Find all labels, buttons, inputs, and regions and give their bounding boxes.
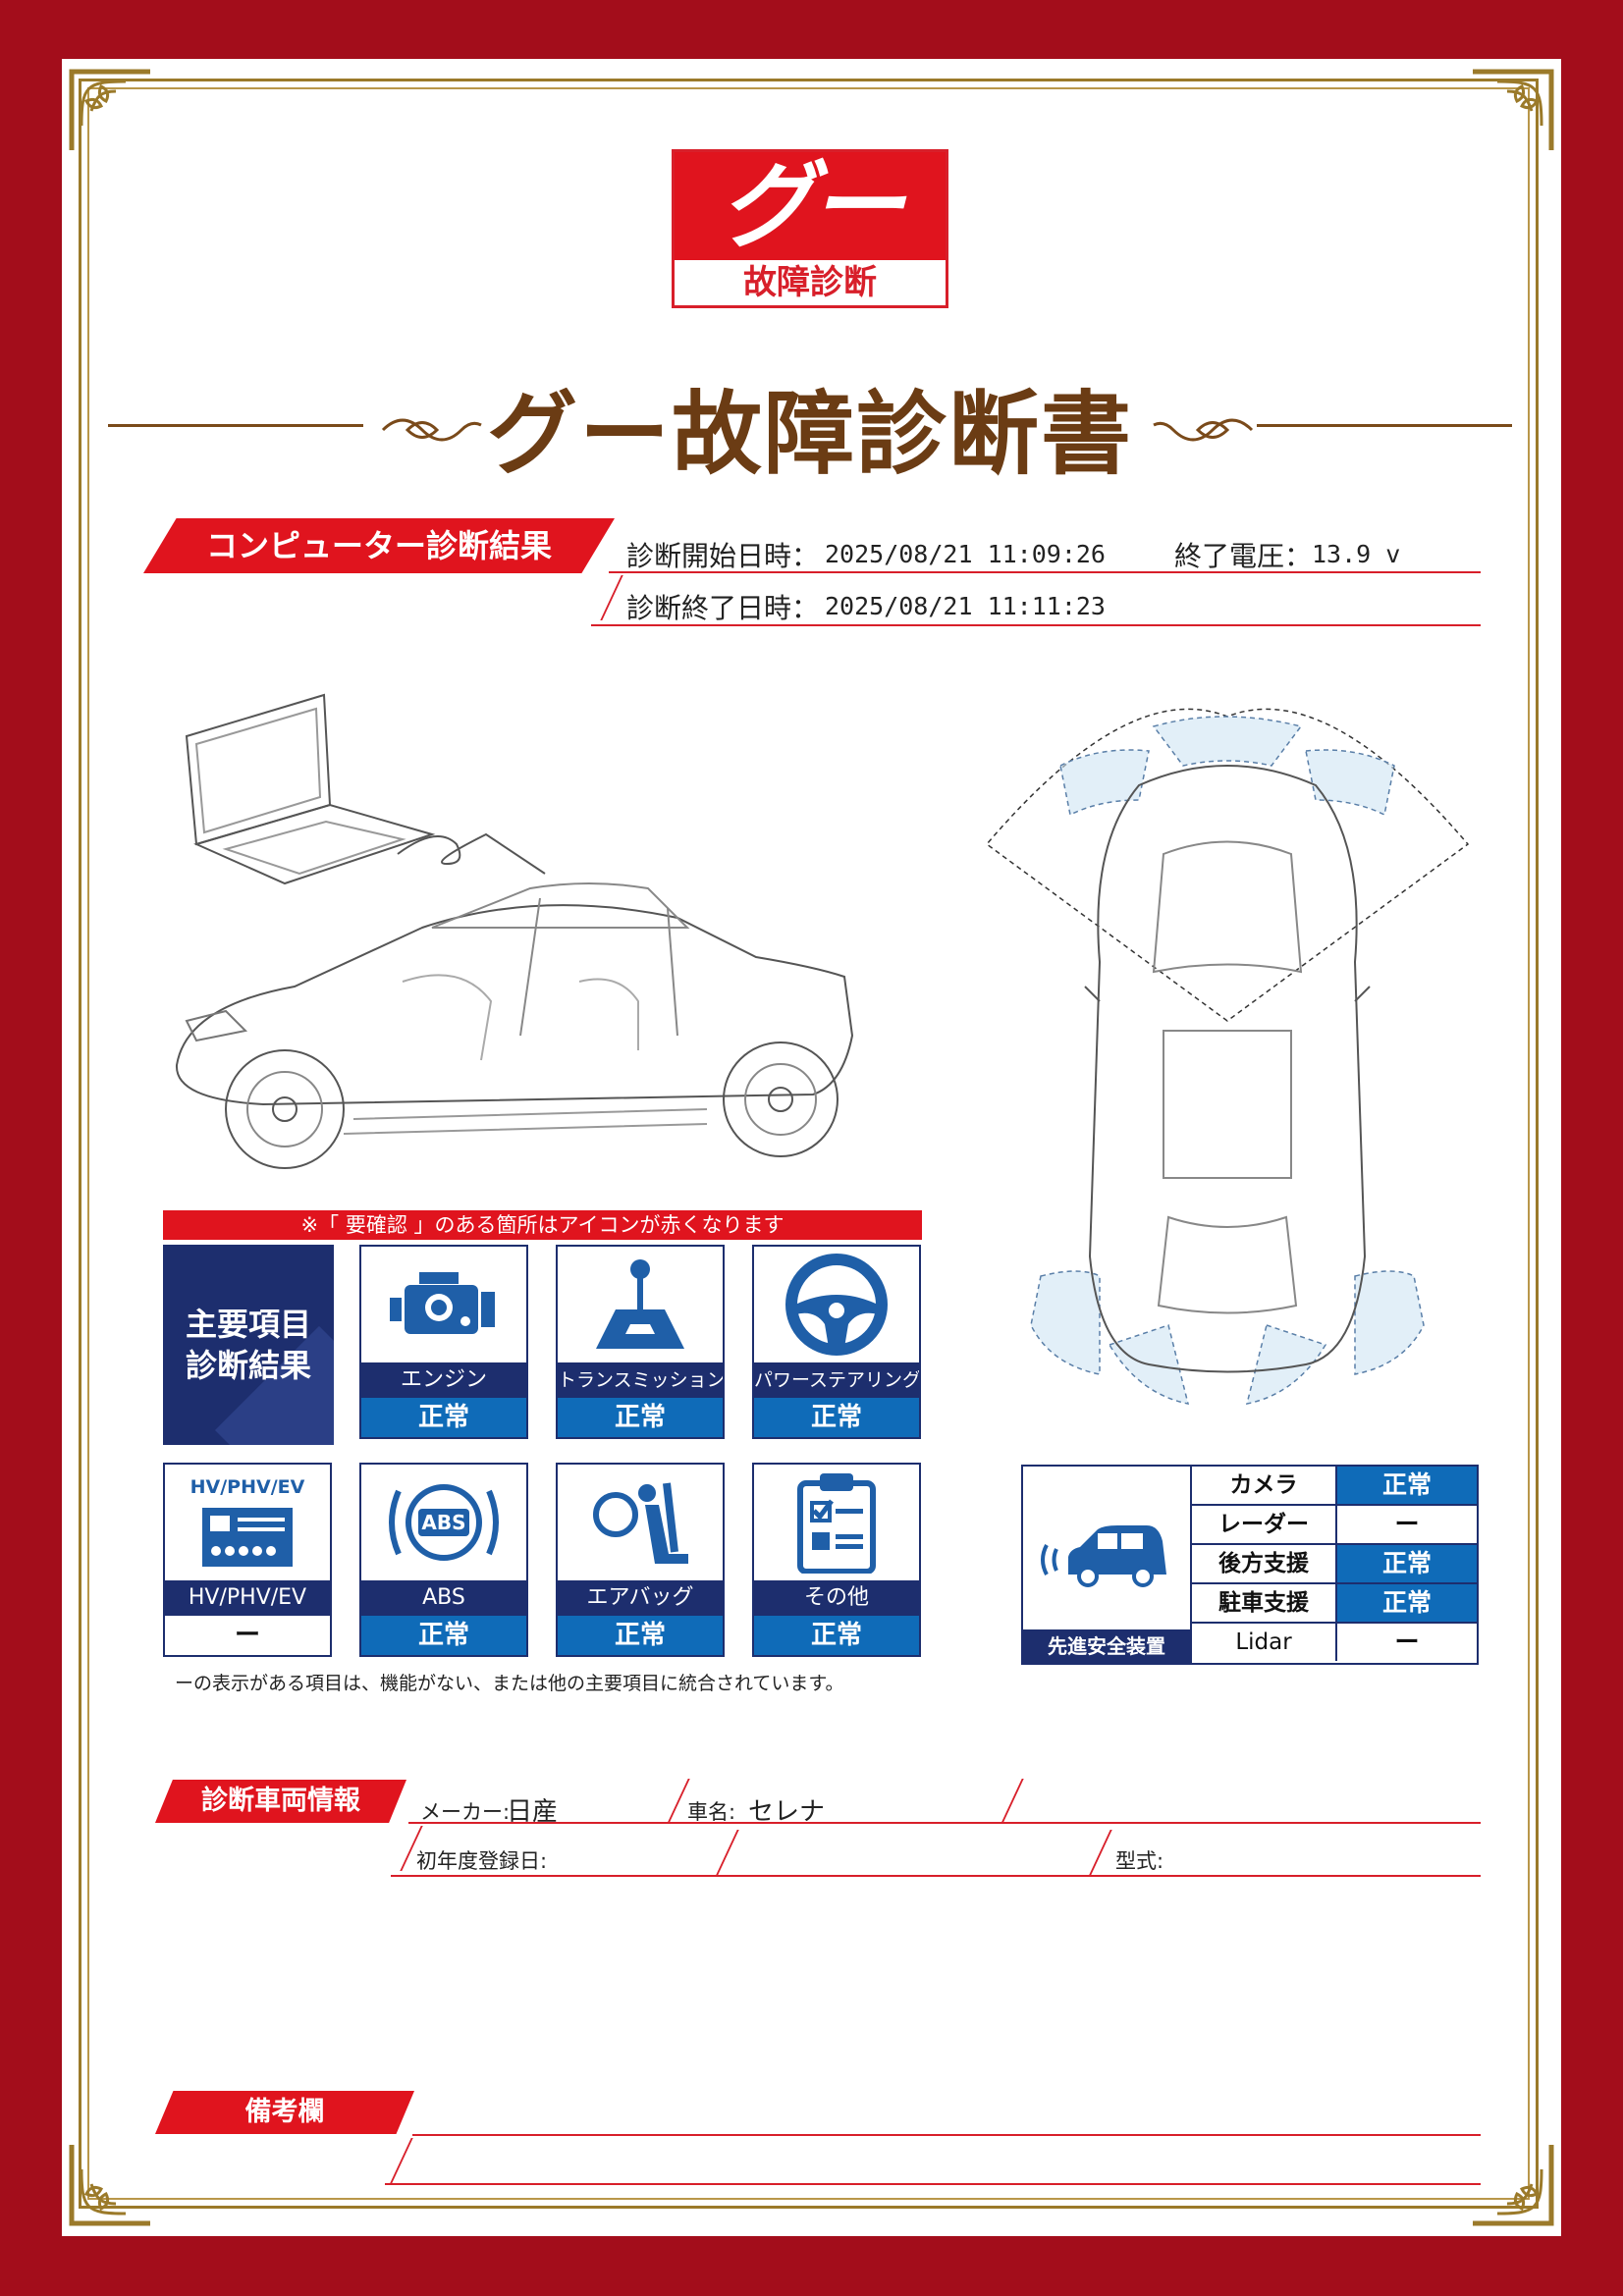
start-time-label: 診断開始日時： xyxy=(626,540,820,572)
notice-bar: ※「 要確認 」のある箇所はアイコンが赤くなります xyxy=(163,1210,922,1240)
corner-ornament-icon xyxy=(67,67,155,155)
title-rule-right xyxy=(1257,424,1512,427)
item-abs: ABS ABS 正常 xyxy=(359,1463,528,1657)
item-status: 正常 xyxy=(754,1616,919,1655)
adv-row-radar: レーダー ー xyxy=(1192,1506,1477,1545)
item-status: 正常 xyxy=(361,1398,526,1437)
item-name: ABS xyxy=(361,1580,526,1616)
hybrid-icon-caption: HV/PHV/EV xyxy=(189,1476,305,1498)
engine-icon xyxy=(361,1247,526,1362)
adv-row-camera: カメラ正常 xyxy=(1192,1467,1477,1506)
item-transmission: トランスミッション 正常 xyxy=(556,1245,725,1439)
rule xyxy=(412,2134,1481,2136)
section-remarks: 備考欄 xyxy=(155,2091,414,2134)
item-status: ー xyxy=(165,1616,330,1655)
voltage-label: 終了電圧： xyxy=(1174,540,1313,572)
item-name: HV/PHV/EV xyxy=(165,1580,330,1616)
car-side-with-laptop-illustration xyxy=(175,693,854,1169)
end-time-label: 診断終了日時： xyxy=(626,592,820,624)
title-rule-left xyxy=(108,424,363,427)
goo-logo: グー 故障診断 xyxy=(672,149,948,308)
adv-row-name: Lidar xyxy=(1192,1624,1337,1661)
rule xyxy=(591,624,1481,626)
adv-row-status: ー xyxy=(1394,1510,1420,1538)
rule xyxy=(385,2183,1481,2185)
adv-row-lidar: Lidar ー xyxy=(1192,1624,1477,1663)
abs-icon: ABS xyxy=(361,1465,526,1580)
section-computer-diagnosis: コンピューター診断結果 xyxy=(143,518,615,573)
end-time-value: 2025/08/21 11:11:23 xyxy=(825,592,1106,620)
rule xyxy=(609,571,1481,573)
corner-ornament-icon xyxy=(1468,67,1556,155)
flourish-right-icon xyxy=(1153,418,1254,442)
adv-row-name: レーダー xyxy=(1192,1506,1337,1543)
title-row: グー故障診断書 xyxy=(108,361,1512,487)
item-power-steering: パワーステアリング 正常 xyxy=(752,1245,921,1439)
advanced-safety-label: 先進安全装置 xyxy=(1023,1629,1190,1663)
advanced-safety-icon-cell: 先進安全装置 xyxy=(1023,1467,1192,1663)
steering-wheel-icon xyxy=(754,1247,919,1362)
adv-row-name: 後方支援 xyxy=(1192,1545,1337,1582)
item-name: トランスミッション xyxy=(558,1362,723,1398)
item-status: 正常 xyxy=(754,1398,919,1437)
item-status: 正常 xyxy=(558,1616,723,1655)
item-name: エンジン xyxy=(361,1362,526,1398)
adv-row-status: ー xyxy=(1394,1628,1420,1656)
car-sensor-icon xyxy=(1041,1525,1166,1587)
gear-shift-icon xyxy=(558,1247,723,1362)
item-name: その他 xyxy=(754,1580,919,1616)
adv-row-name: カメラ xyxy=(1192,1467,1337,1504)
footnote: ーの表示がある項目は、機能がない、または他の主要項目に統合されています。 xyxy=(175,1673,844,1694)
airbag-icon xyxy=(558,1465,723,1580)
flourish-left-icon xyxy=(381,418,482,442)
item-status: 正常 xyxy=(361,1616,526,1655)
model-label: 車名: xyxy=(687,1800,736,1824)
item-engine: エンジン 正常 xyxy=(359,1245,528,1439)
adv-row-status: 正常 xyxy=(1337,1584,1477,1622)
hybrid-battery-icon: HV/PHV/EV xyxy=(165,1465,330,1580)
page-title: グー故障診断書 xyxy=(486,381,1133,487)
logo-mark: グー xyxy=(675,152,946,260)
main-items-label-text: 主要項目 診断結果 xyxy=(185,1306,311,1384)
first-registration-label: 初年度登録日: xyxy=(416,1849,548,1873)
adv-row-name: 駐車支援 xyxy=(1192,1584,1337,1622)
start-time-value: 2025/08/21 11:09:26 xyxy=(825,540,1106,568)
item-status: 正常 xyxy=(558,1398,723,1437)
item-airbag: エアバッグ 正常 xyxy=(556,1463,725,1657)
voltage-value: 13.9 v xyxy=(1312,540,1401,568)
corner-ornament-icon xyxy=(67,2140,155,2228)
rule xyxy=(408,1822,1481,1824)
abs-icon-caption: ABS xyxy=(421,1511,465,1534)
adv-row-status: 正常 xyxy=(1337,1467,1477,1504)
car-top-view-sensor-illustration xyxy=(985,708,1470,1405)
rule xyxy=(391,1875,1481,1877)
item-other: その他 正常 xyxy=(752,1463,921,1657)
model-type-label: 型式: xyxy=(1115,1849,1164,1873)
corner-ornament-icon xyxy=(1468,2140,1556,2228)
adv-row-parking-assist: 駐車支援正常 xyxy=(1192,1584,1477,1624)
item-name: エアバッグ xyxy=(558,1580,723,1616)
adv-row-status: 正常 xyxy=(1337,1545,1477,1582)
main-items-label: 主要項目 診断結果 xyxy=(163,1245,334,1445)
maker-label: メーカー: xyxy=(420,1800,511,1824)
logo-subtitle: 故障診断 xyxy=(743,263,877,302)
section-vehicle-info: 診断車両情報 xyxy=(155,1780,406,1823)
item-name: パワーステアリング xyxy=(754,1362,919,1398)
clipboard-check-icon xyxy=(754,1465,919,1580)
item-hybrid: HV/PHV/EV HV/PHV/EV ー xyxy=(163,1463,332,1657)
adv-row-rear-assist: 後方支援正常 xyxy=(1192,1545,1477,1584)
